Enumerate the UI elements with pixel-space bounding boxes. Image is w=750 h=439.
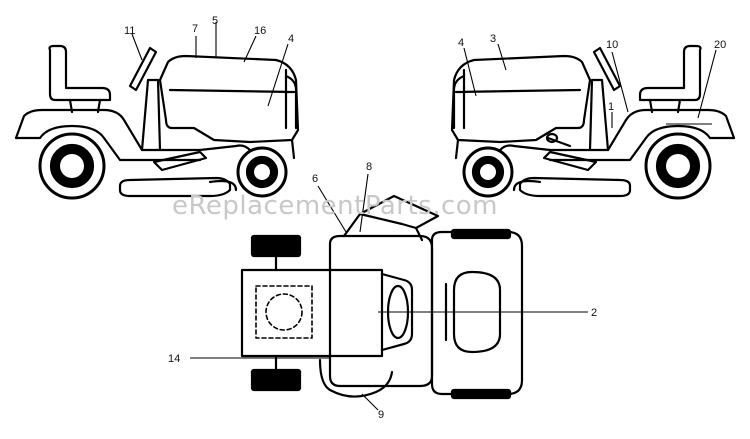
right-steering-wheel xyxy=(592,46,622,92)
left-seat xyxy=(48,44,112,102)
callout-4-left: 4 xyxy=(288,33,294,45)
top-deck-bottom xyxy=(318,358,394,398)
callout-14: 14 xyxy=(168,353,180,365)
callout-2: 2 xyxy=(591,307,597,319)
callout-6: 6 xyxy=(312,173,318,185)
callout-9: 9 xyxy=(378,409,384,421)
left-mower-deck xyxy=(118,176,232,198)
top-front-wheel-lower xyxy=(250,368,302,392)
top-view xyxy=(240,194,524,400)
right-rear-fender xyxy=(548,108,736,152)
right-steering-column xyxy=(588,78,610,152)
right-mower-deck xyxy=(518,176,632,198)
callout-16: 16 xyxy=(254,25,266,37)
top-seat xyxy=(452,270,502,354)
left-rear-wheel xyxy=(38,132,106,200)
right-hood xyxy=(450,54,592,144)
left-rear-fender xyxy=(14,108,202,152)
left-steering-column xyxy=(140,78,162,152)
callout-10: 10 xyxy=(606,39,618,51)
top-hood xyxy=(240,268,384,358)
left-front-wheel xyxy=(236,146,288,198)
callout-3: 3 xyxy=(490,33,496,45)
callout-20: 20 xyxy=(714,39,726,51)
watermark-text: eReplacementParts.com xyxy=(172,191,498,221)
right-side-view xyxy=(450,44,736,200)
top-discharge-chute xyxy=(342,194,440,242)
callout-labels: 11 7 5 16 4 4 3 10 20 1 6 8 2 14 9 xyxy=(124,15,726,421)
top-rear-body xyxy=(430,230,524,396)
callout-7: 7 xyxy=(192,23,198,35)
left-hood xyxy=(158,54,300,144)
left-side-view xyxy=(14,44,300,200)
callout-5: 5 xyxy=(212,15,218,27)
callout-8: 8 xyxy=(366,161,372,173)
leader-lines xyxy=(131,22,717,411)
callout-1: 1 xyxy=(608,101,614,113)
top-front-wheel-upper xyxy=(250,234,302,258)
right-seat xyxy=(638,44,702,102)
left-steering-wheel xyxy=(128,46,158,92)
callout-4-right: 4 xyxy=(458,37,464,49)
callout-11: 11 xyxy=(124,25,135,37)
right-rear-wheel xyxy=(644,132,712,200)
right-front-wheel xyxy=(462,146,514,198)
